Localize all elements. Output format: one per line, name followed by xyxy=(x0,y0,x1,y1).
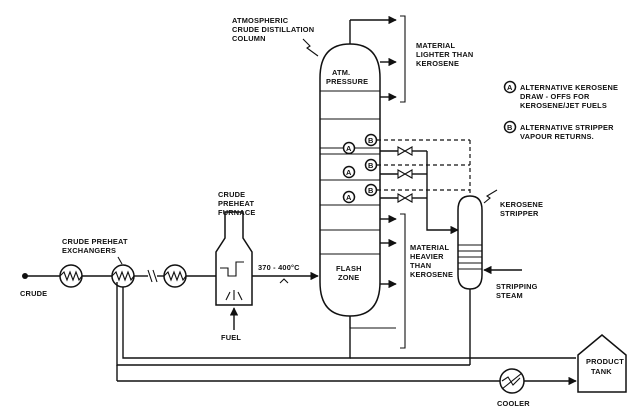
marker-a-label: A xyxy=(346,168,352,177)
kerosene-feed-header xyxy=(426,151,459,235)
legend-b-line-2: VAPOUR RETURNS. xyxy=(520,132,594,141)
line-break-icon xyxy=(147,269,158,283)
temperature-tick xyxy=(279,278,289,284)
product-tank-label-1: PRODUCT xyxy=(586,357,624,366)
marker-a-label: A xyxy=(346,193,352,202)
marker-b xyxy=(364,133,378,147)
marker-a xyxy=(342,165,356,179)
marker-a-label: A xyxy=(346,144,352,153)
product-tank xyxy=(577,334,627,393)
furnace-label-1: CRUDE xyxy=(218,190,245,199)
column-title-line-2: CRUDE DISTILLATION xyxy=(232,25,314,34)
heat-exchanger-1 xyxy=(59,264,83,288)
heavier-label-4: KEROSENE xyxy=(410,270,453,279)
legend-a-line-2: DRAW - OFFS FOR xyxy=(520,92,590,101)
legend: A ALTERNATIVE KEROSENE DRAW - OFFS FOR K… xyxy=(503,80,618,141)
atm-pressure-label-1: ATM. xyxy=(332,68,350,77)
cooler-label: COOLER xyxy=(497,399,530,408)
bottoms-line xyxy=(349,316,396,329)
legend-marker-a xyxy=(503,80,517,94)
marker-b xyxy=(364,183,378,197)
product-tank-label-2: TANK xyxy=(591,367,612,376)
lighter-label-1: MATERIAL xyxy=(416,41,456,50)
valve-icon xyxy=(397,193,413,203)
marker-b xyxy=(364,158,378,172)
legend-a-line-1: ALTERNATIVE KEROSENE xyxy=(520,83,618,92)
draw-off-rows: B A B A B A xyxy=(342,133,470,204)
steam-label-1: STRIPPING xyxy=(496,282,538,291)
lighter-label-2: LIGHTER THAN xyxy=(416,50,473,59)
furnace-label-2: PREHEAT xyxy=(218,199,254,208)
kerosene-stripper xyxy=(457,195,483,290)
valve-icon xyxy=(397,169,413,179)
legend-a-line-3: KEROSENE/JET FUELS xyxy=(520,101,607,110)
temperature-label: 370 - 400°C xyxy=(258,263,300,272)
steam-label-2: STEAM xyxy=(496,291,523,300)
marker-b-label: B xyxy=(368,161,374,170)
heavier-bracket xyxy=(400,213,406,349)
marker-a xyxy=(342,141,356,155)
heavier-label-2: HEAVIER xyxy=(410,252,444,261)
flash-zone-label-2: ZONE xyxy=(338,273,359,282)
valve-icon xyxy=(397,146,413,156)
legend-marker-a-label: A xyxy=(507,83,513,92)
marker-b-label: B xyxy=(368,186,374,195)
exchangers-label-2: EXCHANGERS xyxy=(62,246,116,255)
crude-label: CRUDE xyxy=(20,289,47,298)
stripper-pointer xyxy=(483,189,498,204)
legend-marker-b xyxy=(503,120,517,134)
flash-zone-label-1: FLASH xyxy=(336,264,362,273)
lighter-label-3: KEROSENE xyxy=(416,59,459,68)
column-title-line-3: COLUMN xyxy=(232,34,266,43)
exchanger-pointer xyxy=(117,256,123,265)
atm-pressure-label-2: PRESSURE xyxy=(326,77,368,86)
stripper-label-2: STRIPPER xyxy=(500,209,539,218)
column-title-line-1: ATMOSPHERIC xyxy=(232,16,289,25)
fuel-label: FUEL xyxy=(221,333,241,342)
column-title-pointer xyxy=(302,38,319,57)
residue-circuit-line xyxy=(116,282,470,366)
heavier-label-1: MATERIAL xyxy=(410,243,450,252)
legend-b-line-1: ALTERNATIVE STRIPPER xyxy=(520,123,614,132)
crude-preheat-furnace xyxy=(215,211,253,306)
cooler xyxy=(499,368,525,394)
residue-return-line xyxy=(122,287,351,359)
burner-flame-icon xyxy=(225,290,243,301)
marker-a xyxy=(342,190,356,204)
heat-exchanger-3 xyxy=(163,264,187,288)
lighter-bracket xyxy=(400,15,406,103)
exchangers-label-1: CRUDE PREHEAT xyxy=(62,237,128,246)
stripper-label-1: KEROSENE xyxy=(500,200,543,209)
heavier-label-3: THAN xyxy=(410,261,431,270)
legend-marker-b-label: B xyxy=(507,123,513,132)
furnace-label-3: FURNACE xyxy=(218,208,256,217)
marker-b-label: B xyxy=(368,136,374,145)
heat-exchanger-2 xyxy=(111,264,135,288)
